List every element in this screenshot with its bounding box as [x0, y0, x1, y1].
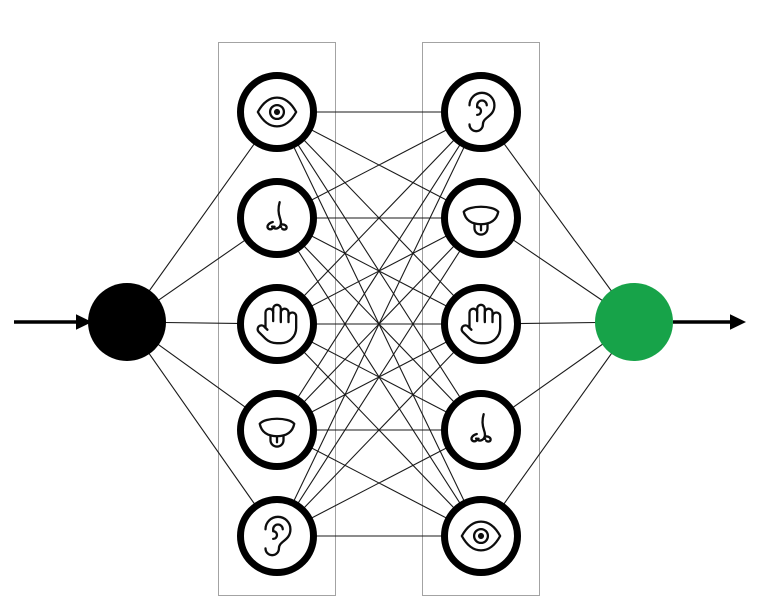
hidden-layer-1-node-tongue: [237, 390, 317, 470]
edge-input-hidden1: [126, 321, 278, 537]
edge-hidden1-hidden2: [276, 111, 482, 325]
layer-box-1: [218, 42, 336, 596]
input-node: [88, 283, 166, 361]
edge-hidden1-hidden2: [276, 111, 482, 537]
input-arrow-head: [76, 314, 92, 330]
output-arrow-head: [730, 314, 746, 330]
output-node: [595, 283, 673, 361]
hidden-layer-2-node-tongue: [441, 178, 521, 258]
hidden-layer-2-node-hand: [441, 284, 521, 364]
edge-hidden2-output: [480, 111, 635, 323]
edge-hidden1-hidden2: [276, 111, 482, 431]
edge-input-hidden1: [126, 111, 278, 323]
hidden-layer-1-node-hand: [237, 284, 317, 364]
edge-hidden1-hidden2: [276, 217, 482, 537]
edge-hidden1-hidden2: [276, 323, 482, 537]
hidden-layer-1-node-nose: [237, 178, 317, 258]
layer-box-2: [422, 42, 540, 596]
edge-hidden2-output: [480, 321, 635, 537]
hidden-layer-2-node-nose: [441, 390, 521, 470]
